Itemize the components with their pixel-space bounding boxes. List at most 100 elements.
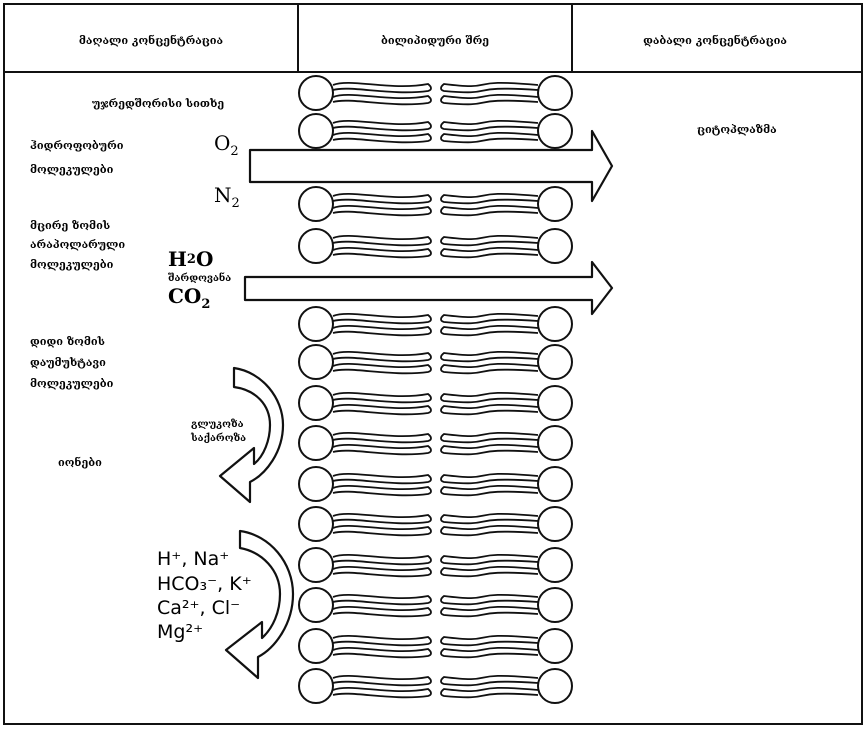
lipid-tail-right-5-2 bbox=[441, 326, 538, 335]
lipid-tail-right-7-2 bbox=[441, 405, 538, 414]
lipid-tail-left-9-1 bbox=[333, 474, 431, 483]
lipid-tail-left-10-2 bbox=[333, 526, 431, 535]
label-extracellular-fluid: უჯრედშორისი სითხე bbox=[92, 97, 224, 110]
lipid-tail-left-4-1 bbox=[333, 236, 431, 245]
lipid-tail-left-13-2 bbox=[333, 648, 431, 657]
lipid-tail-right-8-1 bbox=[441, 433, 538, 442]
label-ions: იონები bbox=[58, 456, 102, 469]
lipid-tail-left-8-2 bbox=[333, 445, 431, 454]
phospholipid-head-left-3 bbox=[299, 187, 333, 221]
lipid-tail-right-10-2 bbox=[441, 526, 538, 535]
lipid-tail-right-12-1 bbox=[441, 595, 538, 604]
molecule-o2: O2 bbox=[214, 131, 239, 159]
label-large-uncharged-1: დიდი ზომის bbox=[30, 335, 105, 348]
lipid-tail-left-5-2 bbox=[333, 326, 431, 335]
lipid-tail-right-14-2 bbox=[441, 688, 538, 697]
phospholipid-head-left-9 bbox=[299, 467, 333, 501]
lipid-tail-left-7-1 bbox=[333, 393, 431, 402]
lipid-tail-left-5-1 bbox=[333, 314, 431, 323]
label-small-nonpolar-3: მოლეკულები bbox=[30, 258, 114, 271]
lipid-tail-left-14-2 bbox=[333, 688, 431, 697]
lipid-tail-right-6-2 bbox=[441, 364, 538, 373]
lipid-tail-left-8-1 bbox=[333, 433, 431, 442]
lipid-tail-left-11-1 bbox=[333, 555, 431, 564]
lipid-tail-left-9-2 bbox=[333, 486, 431, 495]
lipid-tail-left-12-2 bbox=[333, 607, 431, 616]
phospholipid-head-left-13 bbox=[299, 629, 333, 663]
phospholipid-head-right-10 bbox=[538, 507, 572, 541]
lipid-tail-left-6-2 bbox=[333, 364, 431, 373]
phospholipid-head-left-14 bbox=[299, 669, 333, 703]
molecule-h2o: H2O bbox=[168, 247, 213, 271]
ions-line-2: HCO₃⁻, K⁺ bbox=[157, 573, 252, 595]
lipid-tail-right-11-1 bbox=[441, 555, 538, 564]
phospholipid-head-right-1 bbox=[538, 76, 572, 110]
label-hydrophobic-2: მოლეკულები bbox=[30, 163, 114, 176]
phospholipid-head-left-6 bbox=[299, 345, 333, 379]
lipid-tail-left-3-1 bbox=[333, 194, 431, 203]
lipid-tail-right-1-1 bbox=[441, 83, 538, 92]
lipid-tail-left-11-2 bbox=[333, 567, 431, 576]
lipid-tail-right-4-1 bbox=[441, 236, 538, 245]
phospholipid-head-right-12 bbox=[538, 588, 572, 622]
ions-line-3: Ca²⁺, Cl⁻ bbox=[157, 597, 240, 619]
lipid-tail-right-5-1 bbox=[441, 314, 538, 323]
phospholipid-head-right-11 bbox=[538, 548, 572, 582]
lipid-tail-left-10-1 bbox=[333, 514, 431, 523]
lipid-tail-right-9-2 bbox=[441, 486, 538, 495]
lipid-tail-right-7-1 bbox=[441, 393, 538, 402]
header-bilayer: ბილიპიდური შრე bbox=[381, 34, 489, 47]
phospholipid-head-right-7 bbox=[538, 386, 572, 420]
header-low-concentration: დაბალი კონცენტრაცია bbox=[643, 34, 787, 47]
lipid-tail-left-14-1 bbox=[333, 676, 431, 685]
lipid-tail-left-1-2 bbox=[333, 95, 431, 104]
lipid-tail-right-11-2 bbox=[441, 567, 538, 576]
diagram-frame bbox=[4, 4, 862, 724]
header-high-concentration: მაღალი კონცენტრაცია bbox=[79, 34, 223, 47]
lipid-tail-left-3-2 bbox=[333, 206, 431, 215]
lipid-tail-right-2-2 bbox=[441, 133, 538, 142]
lipid-tail-left-4-2 bbox=[333, 248, 431, 257]
phospholipid-head-right-8 bbox=[538, 426, 572, 460]
lipid-tail-left-6-1 bbox=[333, 352, 431, 361]
phospholipid-head-left-10 bbox=[299, 507, 333, 541]
lipid-tail-right-3-2 bbox=[441, 206, 538, 215]
phospholipid-head-right-14 bbox=[538, 669, 572, 703]
label-cytoplasm: ციტოპლაზმა bbox=[697, 123, 777, 136]
lipid-tail-right-4-2 bbox=[441, 248, 538, 257]
phospholipid-head-left-4 bbox=[299, 229, 333, 263]
molecule-n2: N2 bbox=[214, 183, 240, 211]
molecule-urea: შარდოვანა bbox=[168, 271, 231, 284]
lipid-tail-right-13-1 bbox=[441, 636, 538, 645]
phospholipid-head-right-9 bbox=[538, 467, 572, 501]
phospholipid-head-left-5 bbox=[299, 307, 333, 341]
label-hydrophobic-1: ჰიდროფობური bbox=[30, 139, 124, 152]
label-large-uncharged-2: დაუმუხტავი bbox=[30, 356, 106, 369]
molecule-glucose: გლუკოზა bbox=[191, 418, 244, 430]
ions-line-1: H⁺, Na⁺ bbox=[157, 548, 229, 570]
lipid-tail-left-2-2 bbox=[333, 133, 431, 142]
lipid-tail-right-2-1 bbox=[441, 121, 538, 130]
lipid-tail-right-1-2 bbox=[441, 95, 538, 104]
label-large-uncharged-3: მოლეკულები bbox=[30, 377, 114, 390]
phospholipid-head-left-2 bbox=[299, 114, 333, 148]
lipid-tail-right-12-2 bbox=[441, 607, 538, 616]
lipid-tail-right-13-2 bbox=[441, 648, 538, 657]
lipid-tail-left-2-1 bbox=[333, 121, 431, 130]
phospholipid-head-left-7 bbox=[299, 386, 333, 420]
label-small-nonpolar-1: მცირე ზომის bbox=[30, 219, 110, 232]
lipid-tail-right-8-2 bbox=[441, 445, 538, 454]
lipid-tail-right-9-1 bbox=[441, 474, 538, 483]
phospholipid-head-right-2 bbox=[538, 114, 572, 148]
phospholipid-head-left-8 bbox=[299, 426, 333, 460]
phospholipid-head-left-12 bbox=[299, 588, 333, 622]
lipid-tail-right-6-1 bbox=[441, 352, 538, 361]
phospholipid-head-right-6 bbox=[538, 345, 572, 379]
lipid-tail-left-1-1 bbox=[333, 83, 431, 92]
lipid-tail-right-10-1 bbox=[441, 514, 538, 523]
phospholipid-head-right-13 bbox=[538, 629, 572, 663]
ions-line-4: Mg²⁺ bbox=[157, 621, 203, 643]
phospholipid-head-right-4 bbox=[538, 229, 572, 263]
lipid-tail-left-13-1 bbox=[333, 636, 431, 645]
